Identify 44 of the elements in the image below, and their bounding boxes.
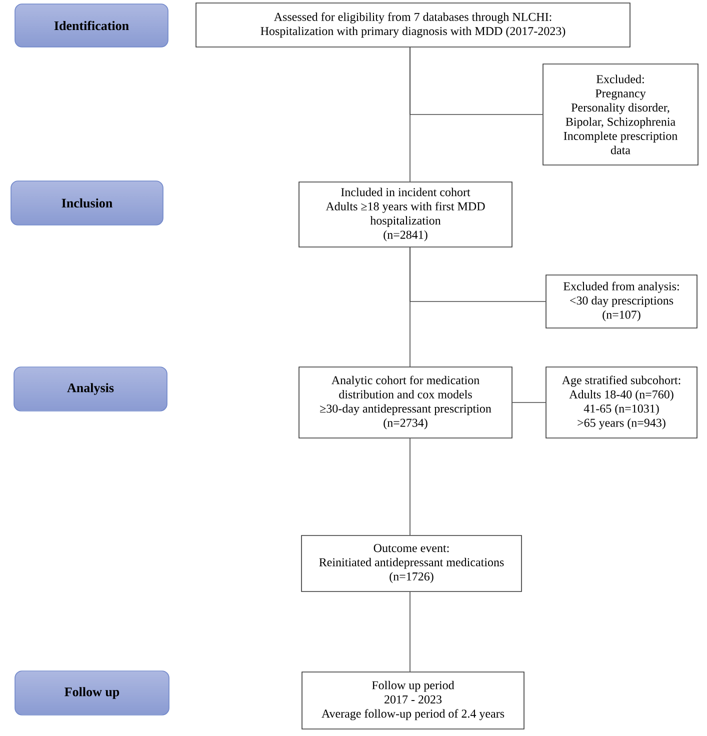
box-text: 41-65 (n=1031) (584, 404, 659, 416)
box-text: Outcome event: (374, 544, 449, 552)
box-text: Reinitiated antidepressant medications (319, 558, 504, 569)
connector-line (410, 247, 546, 302)
stage-label: Inclusion (62, 198, 112, 208)
box-text: Incomplete prescription data (564, 132, 678, 154)
flow-box (302, 672, 524, 730)
flow-box (546, 274, 698, 328)
box-text: Analytic cohort for medication distribution and cox models (331, 376, 480, 398)
stage-box (14, 366, 168, 412)
stage-label: Follow up (64, 687, 120, 699)
flow-box (196, 2, 630, 48)
flow-box (298, 366, 512, 438)
box-text: >65 years (n=943) (578, 418, 666, 430)
stage-box (14, 4, 168, 48)
box-text: Assessed for eligibility from 7 databases through NLCHI: (274, 12, 552, 24)
box-text: Pregnancy (596, 89, 646, 100)
stage-box (10, 180, 164, 226)
flow-box (546, 366, 698, 438)
box-text: Adults 18-40 (n=760) (569, 390, 674, 401)
box-text: Included in incident cohort (341, 188, 470, 196)
box-text: 2017 - 2023 (384, 695, 442, 704)
box-text: Age stratified subcohort: (562, 376, 680, 387)
box-text: ≥30-day antidepressant prescription (320, 404, 492, 416)
box-text: Excluded from analysis: (564, 282, 679, 293)
box-text: (n=2841) (384, 230, 428, 242)
box-text: <30 day prescriptions (570, 296, 674, 308)
box-text: (n=107) (602, 310, 640, 322)
box-text: (n=2734) (384, 418, 428, 430)
flow-box (301, 535, 522, 592)
box-text: Follow up period (372, 680, 454, 692)
box-text: Personality disorder, Bipolar, Schizophrenia (566, 103, 676, 128)
connector-line (410, 47, 543, 115)
box-text: Hospitalization with primary diagnosis with MDD (2017-2023) (260, 26, 566, 38)
stage-box (14, 670, 170, 716)
box-text: Average follow-up period of 2.4 years (322, 709, 504, 720)
box-text: (n=1726) (390, 572, 434, 583)
box-text: Excluded: (596, 74, 644, 84)
stage-label: Identification (54, 20, 129, 30)
stage-label: Analysis (67, 383, 114, 395)
flow-box (298, 182, 512, 248)
box-text: Adults ≥18 years with first MDD hospitalization (326, 202, 485, 228)
connector-line (512, 402, 546, 403)
flow-box (542, 64, 698, 166)
